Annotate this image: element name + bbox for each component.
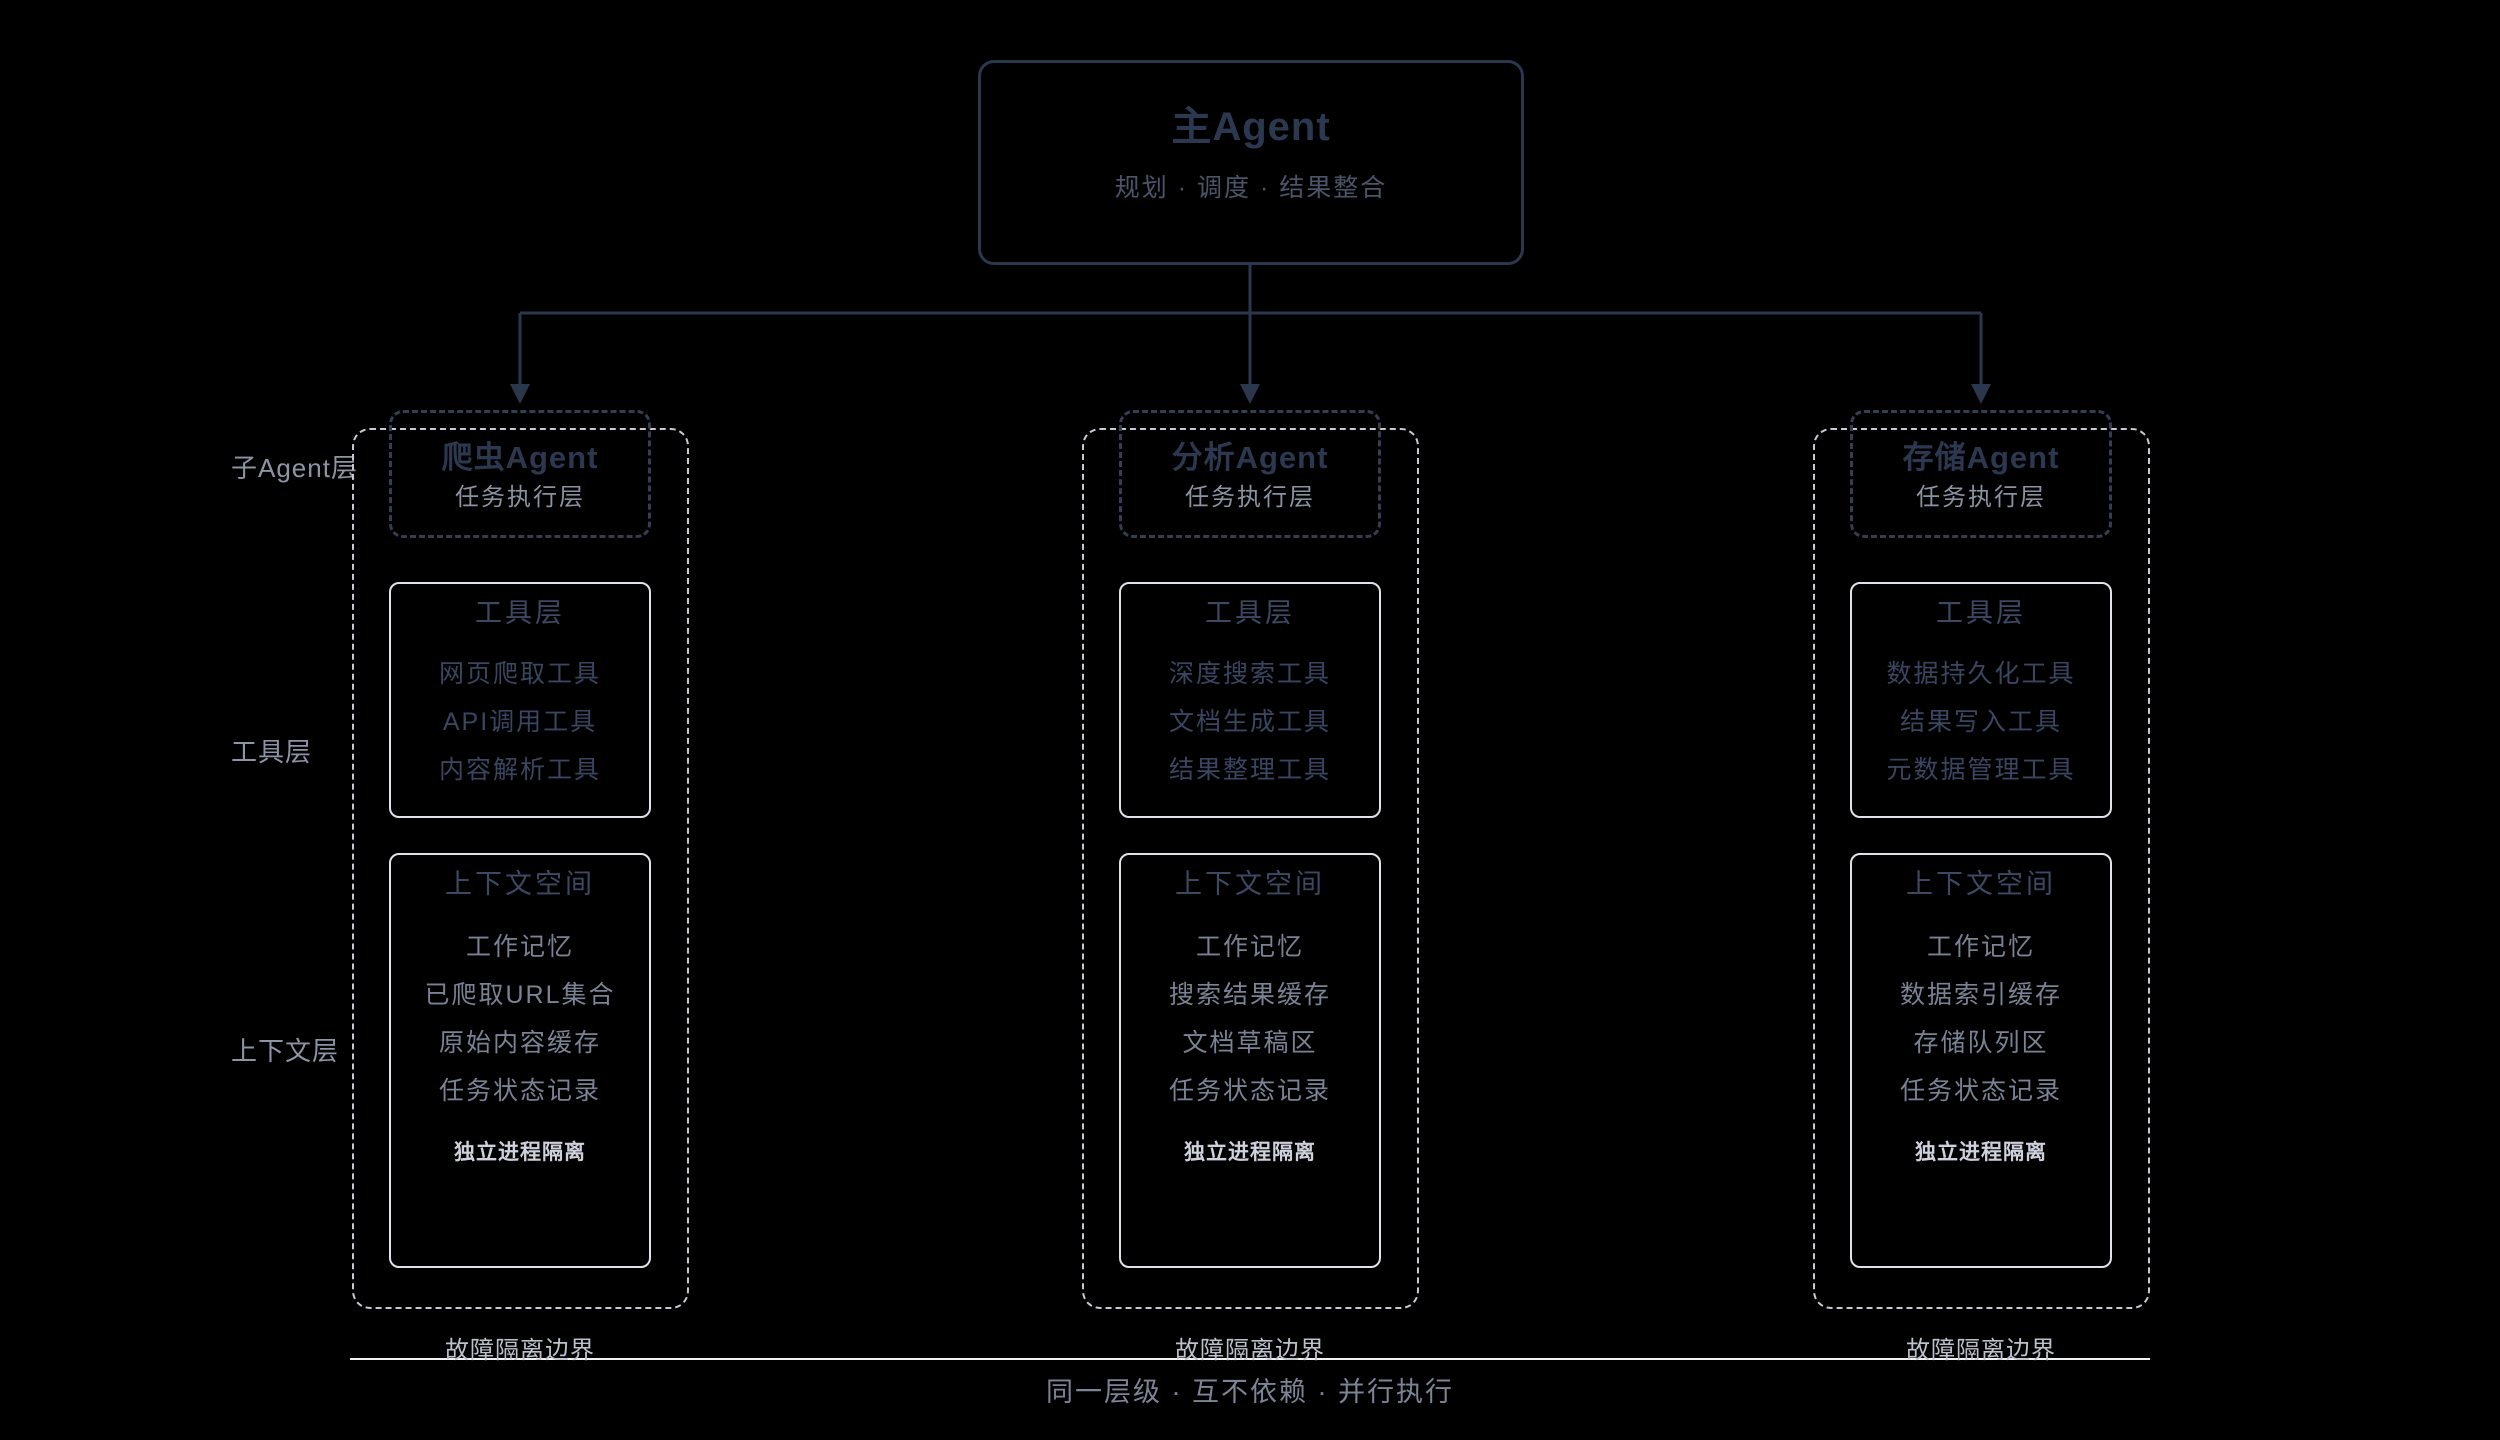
main-agent-node: 主Agent 规划 · 调度 · 结果整合 <box>978 60 1524 265</box>
fault-boundary-label: 故障隔离边界 <box>445 1337 595 1364</box>
context-item: 数据索引缓存 <box>1899 981 2062 1009</box>
tool-layer-box: 工具层 网页爬取工具 API调用工具 内容解析工具 <box>389 582 651 818</box>
process-isolation-label: 独立进程隔离 <box>1915 1141 2047 1164</box>
layer-label-tool: 工具层 <box>231 737 313 767</box>
subagent-subtitle: 任务执行层 <box>1916 484 2046 511</box>
arrowhead-icon <box>510 384 1991 404</box>
context-item: 存储队列区 <box>1913 1029 2049 1057</box>
main-agent-subtitle: 规划 · 调度 · 结果整合 <box>1114 174 1388 202</box>
context-item: 工作记忆 <box>1926 933 2035 961</box>
context-space-box: 上下文空间 工作记忆 已爬取URL集合 原始内容缓存 任务状态记录 独立进程隔离 <box>389 853 651 1268</box>
subagent-node: 存储Agent 任务执行层 <box>1850 410 2112 538</box>
layer-label-subagent: 子Agent层 <box>231 453 358 483</box>
subagent-subtitle: 任务执行层 <box>1185 484 1315 511</box>
subagent-subtitle: 任务执行层 <box>455 484 585 511</box>
context-space-header: 上下文空间 <box>1175 869 1325 899</box>
tool-item: 文档生成工具 <box>1168 708 1331 736</box>
subagent-node: 爬虫Agent 任务执行层 <box>389 410 651 538</box>
parallel-execution-caption: 同一层级 · 互不依赖 · 并行执行 <box>1046 1377 1454 1407</box>
tool-layer-header: 工具层 <box>475 598 565 628</box>
subagent-title: 分析Agent <box>1171 440 1329 475</box>
tool-item: 深度搜索工具 <box>1168 660 1331 688</box>
context-space-box: 上下文空间 工作记忆 搜索结果缓存 文档草稿区 任务状态记录 独立进程隔离 <box>1119 853 1381 1268</box>
main-agent-title: 主Agent <box>1171 105 1331 149</box>
layer-label-context: 上下文层 <box>231 1036 340 1066</box>
tool-item: 结果整理工具 <box>1168 756 1331 784</box>
subagent-title: 爬虫Agent <box>441 440 599 475</box>
process-isolation-label: 独立进程隔离 <box>454 1141 586 1164</box>
tool-item: 元数据管理工具 <box>1886 756 2076 784</box>
tool-item: 内容解析工具 <box>438 756 601 784</box>
tool-item: 数据持久化工具 <box>1886 660 2076 688</box>
context-item: 工作记忆 <box>465 933 574 961</box>
tool-item: 网页爬取工具 <box>438 660 601 688</box>
fault-isolation-container <box>352 428 689 1309</box>
fault-boundary-label: 故障隔离边界 <box>1175 1337 1325 1364</box>
tree-connector <box>518 265 1983 386</box>
context-item: 已爬取URL集合 <box>424 981 616 1009</box>
tool-layer-header: 工具层 <box>1936 598 2026 628</box>
fault-isolation-container <box>1813 428 2150 1309</box>
context-space-header: 上下文空间 <box>445 869 595 899</box>
context-item: 任务状态记录 <box>1168 1077 1331 1105</box>
context-item: 任务状态记录 <box>1899 1077 2062 1105</box>
tool-layer-box: 工具层 深度搜索工具 文档生成工具 结果整理工具 <box>1119 582 1381 818</box>
tool-layer-header: 工具层 <box>1205 598 1295 628</box>
tool-item: 结果写入工具 <box>1899 708 2062 736</box>
fault-boundary-label: 故障隔离边界 <box>1906 1337 2056 1364</box>
fault-isolation-container <box>1082 428 1419 1309</box>
context-item: 任务状态记录 <box>438 1077 601 1105</box>
context-item: 工作记忆 <box>1195 933 1304 961</box>
tool-layer-box: 工具层 数据持久化工具 结果写入工具 元数据管理工具 <box>1850 582 2112 818</box>
subagent-node: 分析Agent 任务执行层 <box>1119 410 1381 538</box>
context-space-box: 上下文空间 工作记忆 数据索引缓存 存储队列区 任务状态记录 独立进程隔离 <box>1850 853 2112 1268</box>
context-space-header: 上下文空间 <box>1906 869 2056 899</box>
process-isolation-label: 独立进程隔离 <box>1184 1141 1316 1164</box>
subagent-title: 存储Agent <box>1902 440 2060 475</box>
tool-item: API调用工具 <box>442 708 598 736</box>
context-item: 文档草稿区 <box>1182 1029 1318 1057</box>
context-item: 搜索结果缓存 <box>1168 981 1331 1009</box>
context-item: 原始内容缓存 <box>438 1029 601 1057</box>
